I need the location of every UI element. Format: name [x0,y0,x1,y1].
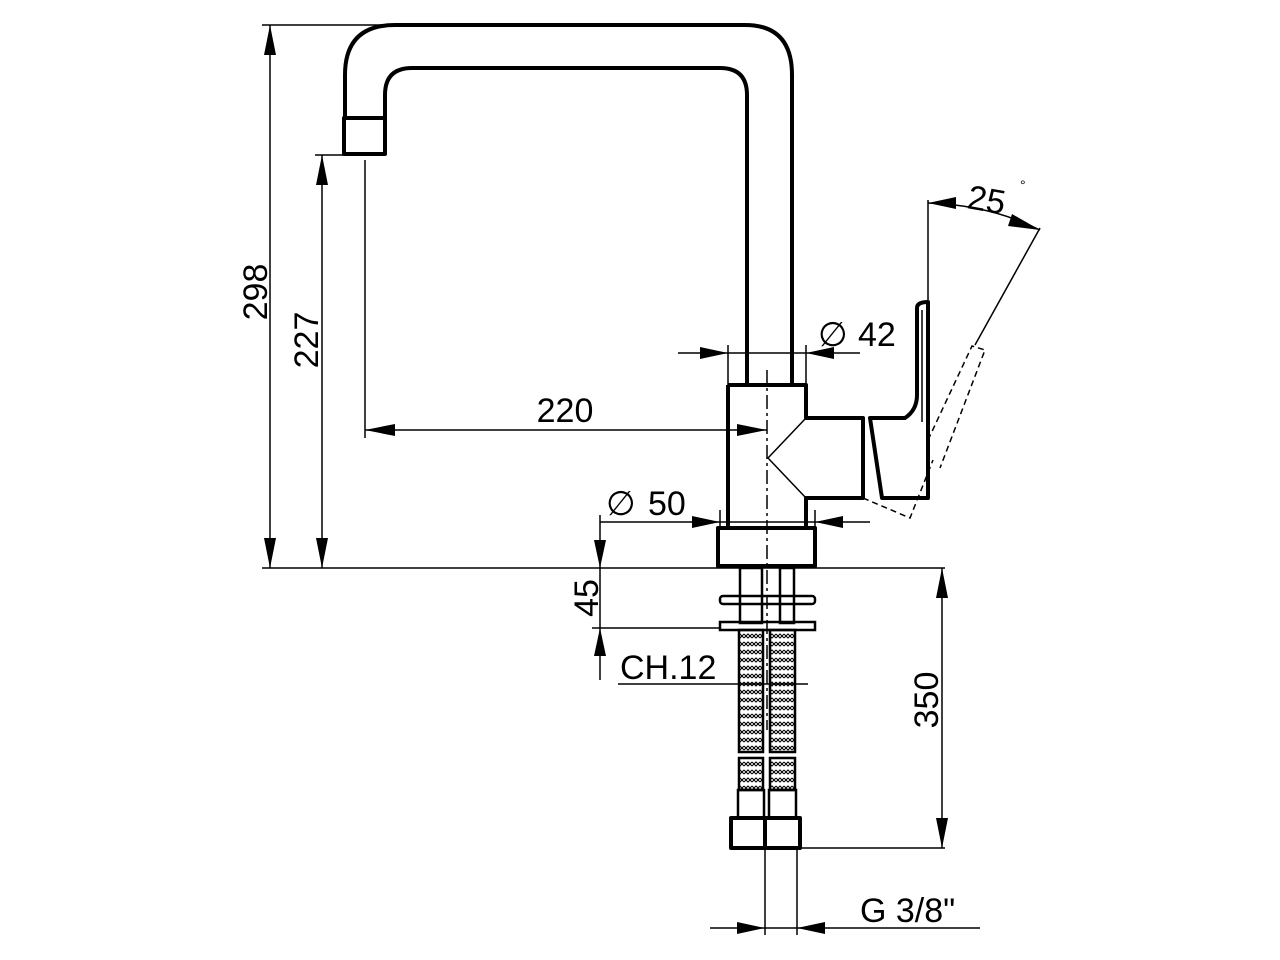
label-227: 227 [288,312,326,369]
label-ch12: CH.12 [620,649,716,687]
diameter-symbol: ∅ [818,316,848,354]
label-220: 220 [537,392,594,430]
spout [342,23,794,385]
label-42: 42 [858,316,896,354]
label-50: 50 [648,485,686,523]
label-350: 350 [908,672,946,729]
hose-nut [763,816,802,850]
dimension-base-diameter: ∅ 50 [600,485,870,530]
dimension-hose-length: 350 [908,568,948,848]
label-25: 25 [965,178,1009,222]
dimension-body-diameter: ∅ 42 [678,316,896,359]
dimension-base-thickness: 45 [568,515,606,680]
dimension-lever-angle: 25 ° [927,177,1041,231]
label-g38: G 3/8" [860,892,955,930]
diameter-symbol: ∅ [606,485,636,523]
lever-handle [862,300,986,519]
wrench-size-callout: CH.12 [618,649,808,687]
dimension-total-height: 298 [237,25,276,568]
label-45: 45 [568,579,606,617]
dimension-spout-height: 227 [288,155,328,568]
dimension-thread: G 3/8" [710,892,980,934]
extension-lines [262,24,1041,935]
degree-symbol: ° [1020,177,1026,193]
hose-nut [729,816,767,850]
label-298: 298 [237,264,275,321]
aerator [342,116,387,156]
dimension-spout-reach: 220 [365,392,767,436]
base-ring [716,526,817,568]
